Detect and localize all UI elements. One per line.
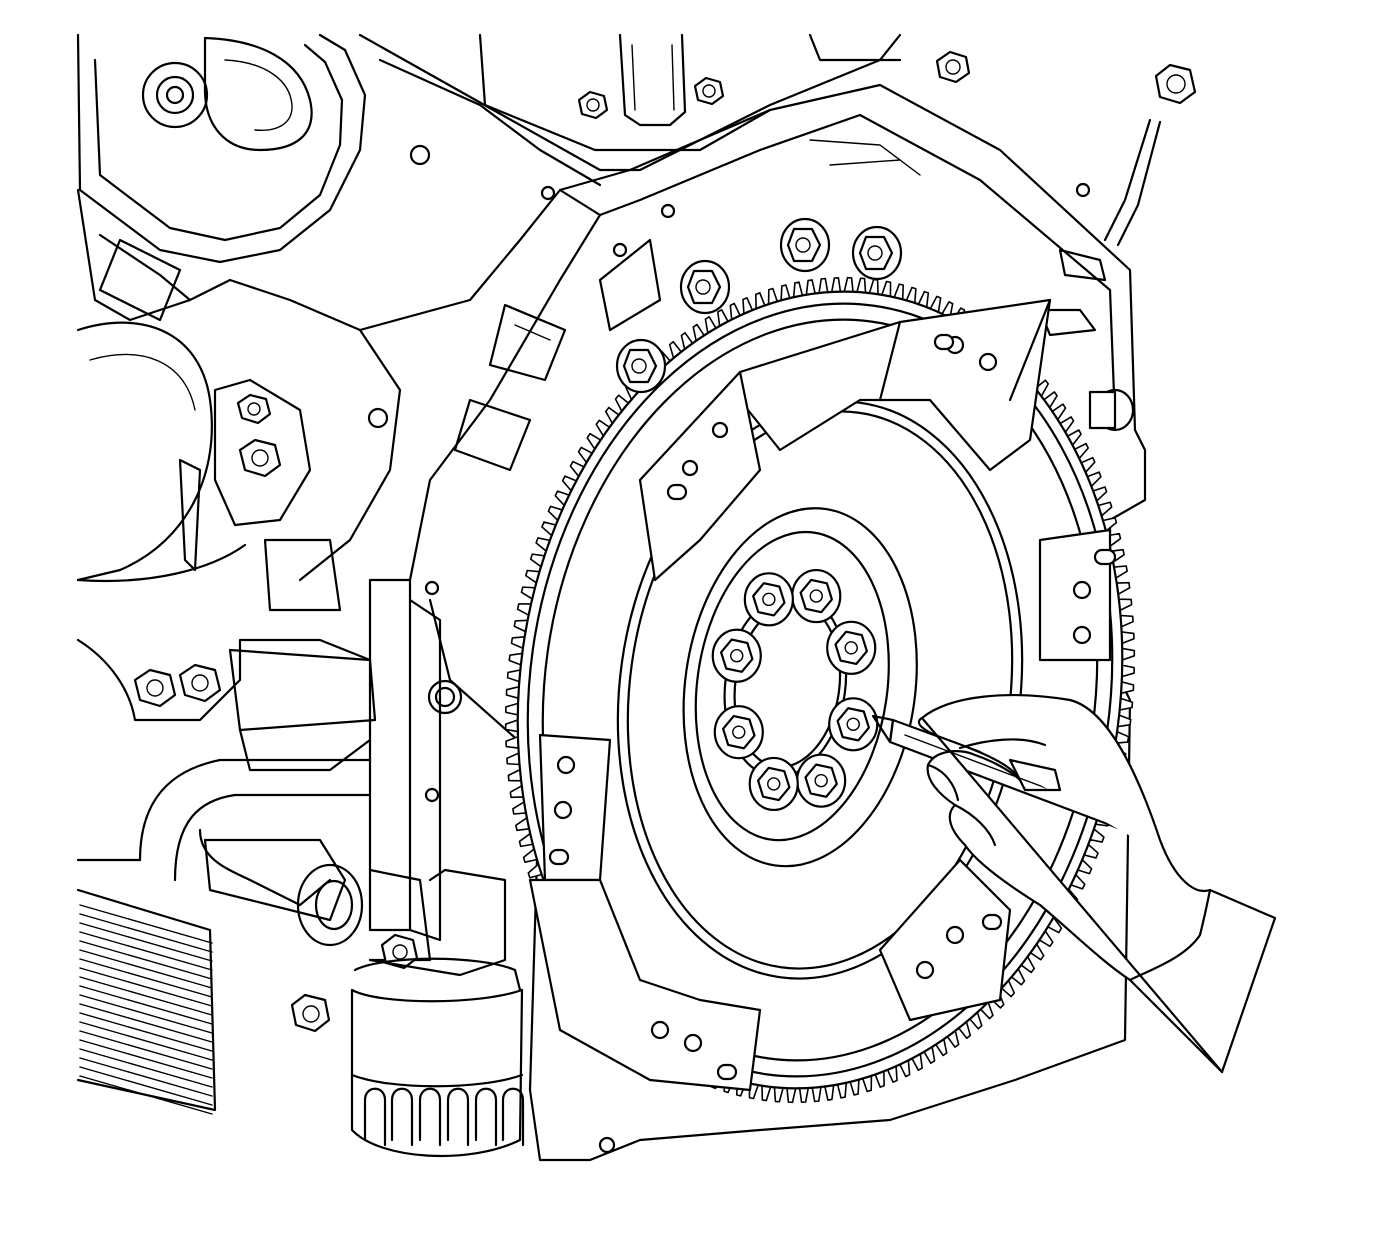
flywheel-bolt xyxy=(796,753,847,808)
cooler-fin xyxy=(79,1066,213,1106)
dowel-pin xyxy=(666,483,688,501)
oil-filter xyxy=(350,957,525,1158)
cooler-fin xyxy=(79,1021,213,1061)
flywheel-bolts xyxy=(711,568,879,812)
deck-bolt xyxy=(577,90,609,120)
cooler-fin xyxy=(79,931,213,971)
oil-cooler-bolt xyxy=(290,993,331,1033)
flywheel-bolt xyxy=(713,705,764,760)
filter-flute xyxy=(390,1087,414,1147)
deck-bolt xyxy=(1154,63,1197,105)
cooler-fin xyxy=(79,949,213,989)
flywheel-bolt xyxy=(826,620,877,675)
bracket-bolt xyxy=(236,393,272,425)
cooler-fin xyxy=(79,1048,213,1088)
dowel-pin xyxy=(1093,548,1117,566)
bell-housing-bolt xyxy=(851,225,903,281)
cooler-fin xyxy=(79,940,213,980)
cooler-fin xyxy=(79,985,213,1025)
bell-housing-bolts xyxy=(615,217,903,394)
cooler-fin xyxy=(79,1030,213,1070)
cooler-fin xyxy=(79,904,213,944)
oil-cooler xyxy=(76,888,217,1115)
bell-housing-bolt xyxy=(779,217,831,273)
flywheel-mounting-pads xyxy=(528,298,1135,1092)
deck-bolt xyxy=(693,76,725,106)
cooler-fin xyxy=(79,913,213,953)
timing-cover-bolt xyxy=(141,61,209,129)
technician-hand xyxy=(871,694,1277,1074)
cooler-fin xyxy=(79,958,213,998)
bracket-bolt xyxy=(238,438,282,478)
cooler-fin xyxy=(79,994,213,1034)
flywheel-bolt xyxy=(711,628,762,683)
flywheel-bolt xyxy=(748,756,799,812)
mount-bolt xyxy=(178,663,222,703)
filter-flute xyxy=(501,1087,525,1147)
dowel-pin xyxy=(981,913,1003,931)
starter-ring-gear xyxy=(516,290,1124,1090)
cooler-fin xyxy=(79,967,213,1007)
flywheel-bolt xyxy=(791,568,842,624)
engine-block xyxy=(76,33,1197,1162)
cooler-fin xyxy=(79,976,213,1016)
filter-flute xyxy=(446,1087,470,1147)
cooler-fin xyxy=(79,1057,213,1097)
dowel-pin xyxy=(716,1063,738,1081)
mount-bolt xyxy=(133,668,177,708)
bell-housing-bolt xyxy=(615,338,667,394)
cooler-fin xyxy=(79,1039,213,1079)
deck-bolt xyxy=(935,50,971,84)
cooler-fin xyxy=(79,922,213,962)
dowel-pin xyxy=(933,333,955,351)
flywheel-bolt xyxy=(743,572,794,627)
cooler-fin xyxy=(79,1012,213,1052)
flywheel-bolt xyxy=(828,697,879,752)
block-stud xyxy=(1088,388,1135,432)
filter-flute xyxy=(418,1087,442,1147)
dowel-pin xyxy=(548,848,570,866)
filter-flute xyxy=(363,1087,387,1147)
cooler-fin xyxy=(79,1003,213,1043)
filter-flute xyxy=(474,1087,498,1147)
bell-housing-bolt xyxy=(679,259,731,315)
thumbnail xyxy=(1008,758,1062,792)
cooler-fin xyxy=(79,1075,213,1115)
